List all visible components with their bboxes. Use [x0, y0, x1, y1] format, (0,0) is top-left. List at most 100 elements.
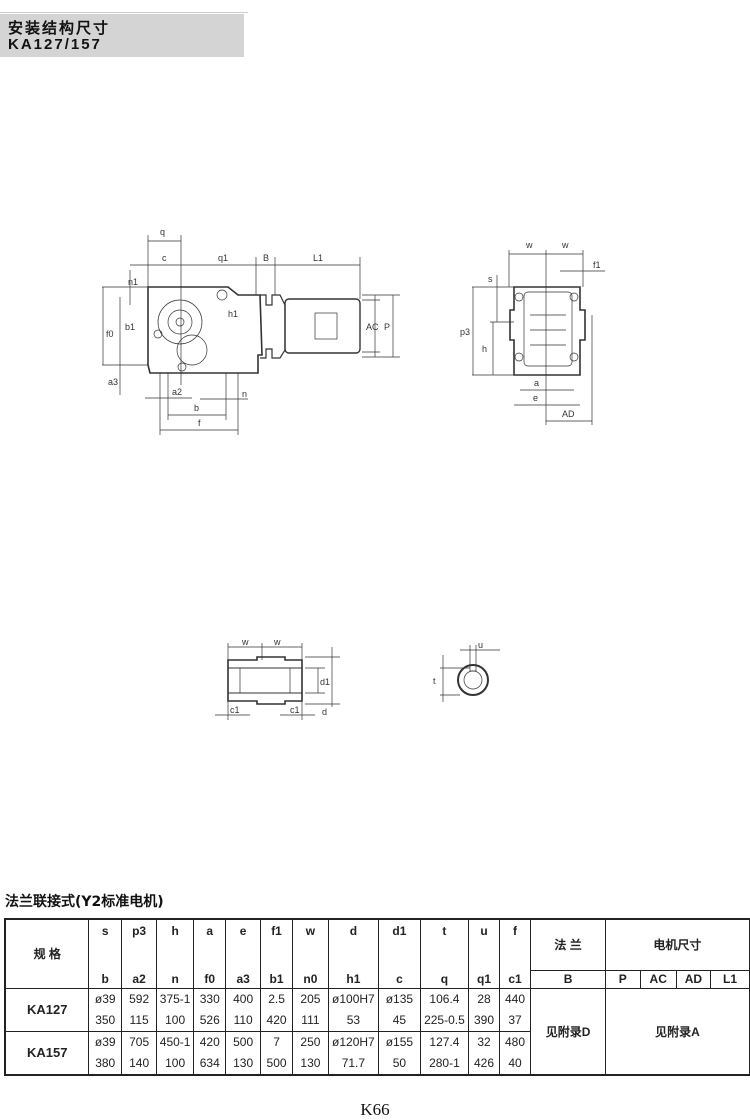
header-cell: b1	[259, 970, 294, 988]
value-cell: 330	[193, 987, 227, 1010]
header-cell: e	[225, 919, 261, 970]
value-cell: 50	[378, 1052, 421, 1075]
header-cell: a3	[225, 970, 261, 988]
value-cell: 205	[292, 987, 329, 1010]
value-cell: 350	[88, 1009, 122, 1031]
svg-text:w: w	[561, 240, 569, 250]
value-cell: ø39	[88, 987, 122, 1010]
header-cell: b	[88, 970, 122, 988]
header-cell: a2	[120, 970, 158, 988]
svg-text:n: n	[242, 389, 247, 399]
flange-sub-header: B	[530, 969, 606, 988]
header-cell: q	[419, 970, 470, 988]
header-cell: n	[156, 970, 195, 988]
shaft-section-drawing: ut	[433, 640, 500, 702]
svg-text:q: q	[160, 227, 165, 237]
svg-text:a2: a2	[172, 387, 182, 397]
value-cell: 130	[292, 1052, 329, 1075]
motor-header: 电机尺寸	[604, 919, 750, 970]
header-cell: c1	[498, 970, 532, 988]
value-cell: 634	[193, 1052, 227, 1075]
top-rule	[0, 12, 248, 13]
value-cell: 100	[156, 1009, 195, 1031]
svg-text:w: w	[273, 637, 281, 647]
value-cell: 705	[120, 1030, 158, 1053]
svg-text:f: f	[198, 418, 201, 428]
header-model: KA127/157	[8, 36, 102, 53]
svg-text:d1: d1	[320, 677, 330, 687]
motor-sub-header: P	[604, 969, 641, 988]
svg-text:AC: AC	[366, 322, 379, 332]
header-cell: t	[419, 919, 470, 970]
svg-text:L1: L1	[313, 253, 323, 263]
svg-text:h1: h1	[228, 309, 238, 319]
header-cell: s	[88, 919, 122, 970]
value-cell: 28	[468, 987, 500, 1010]
value-cell: 110	[225, 1009, 261, 1031]
value-cell: 420	[193, 1030, 227, 1053]
svg-text:P: P	[384, 322, 390, 332]
value-cell: 592	[120, 987, 158, 1010]
value-cell: 480	[498, 1030, 532, 1053]
value-cell: 71.7	[327, 1052, 380, 1075]
motor-sub-header: AC	[639, 969, 677, 988]
value-cell: 100	[156, 1052, 195, 1075]
value-cell: 7	[259, 1030, 294, 1053]
header-title: 安装结构尺寸	[8, 19, 111, 37]
svg-text:h: h	[482, 344, 487, 354]
value-cell: 450-1	[156, 1030, 195, 1053]
value-cell: ø39	[88, 1030, 122, 1053]
header-cell: n0	[292, 970, 329, 988]
value-cell: 426	[468, 1052, 500, 1075]
svg-text:AD: AD	[562, 409, 575, 419]
value-cell: 280-1	[419, 1052, 470, 1075]
value-cell: ø135	[378, 987, 421, 1010]
header-cell: d	[327, 919, 380, 970]
value-cell: ø100H7	[327, 987, 380, 1010]
value-cell: 127.4	[419, 1030, 470, 1053]
table-title: 法兰联接式(Y2标准电机)	[5, 894, 164, 910]
header-cell: q1	[468, 970, 500, 988]
value-cell: 380	[88, 1052, 122, 1075]
value-cell: 106.4	[419, 987, 470, 1010]
svg-text:q1: q1	[218, 253, 228, 263]
svg-text:c: c	[162, 253, 167, 263]
value-cell: 375-1	[156, 987, 195, 1010]
value-cell: 32	[468, 1030, 500, 1053]
value-cell: 140	[120, 1052, 158, 1075]
svg-text:b1: b1	[125, 322, 135, 332]
flange-value: 见附录D	[530, 987, 606, 1075]
header-cell: u	[468, 919, 500, 970]
svg-text:s: s	[488, 274, 493, 284]
value-cell: 250	[292, 1030, 329, 1053]
value-cell: 400	[225, 987, 261, 1010]
svg-text:e: e	[533, 393, 538, 403]
value-cell: 53	[327, 1009, 380, 1031]
value-cell: 440	[498, 987, 532, 1010]
header-cell: h1	[327, 970, 380, 988]
flange-header: 法 兰	[530, 919, 606, 970]
header-cell: c	[378, 970, 421, 988]
svg-text:t: t	[433, 676, 436, 686]
motor-value: 见附录A	[604, 987, 750, 1075]
value-cell: 500	[225, 1030, 261, 1053]
value-cell: 40	[498, 1052, 532, 1075]
value-cell: ø155	[378, 1030, 421, 1053]
header-cell: p3	[120, 919, 158, 970]
svg-text:c1: c1	[290, 705, 300, 715]
motor-sub-header: AD	[675, 969, 712, 988]
value-cell: 420	[259, 1009, 294, 1031]
page-number: K66	[360, 1100, 390, 1119]
svg-text:w: w	[525, 240, 533, 250]
svg-text:a3: a3	[108, 377, 118, 387]
svg-text:a: a	[534, 378, 539, 388]
spec-header: 规 格	[4, 919, 90, 988]
svg-text:f0: f0	[106, 329, 114, 339]
value-cell: 111	[292, 1009, 329, 1031]
value-cell: 390	[468, 1009, 500, 1031]
